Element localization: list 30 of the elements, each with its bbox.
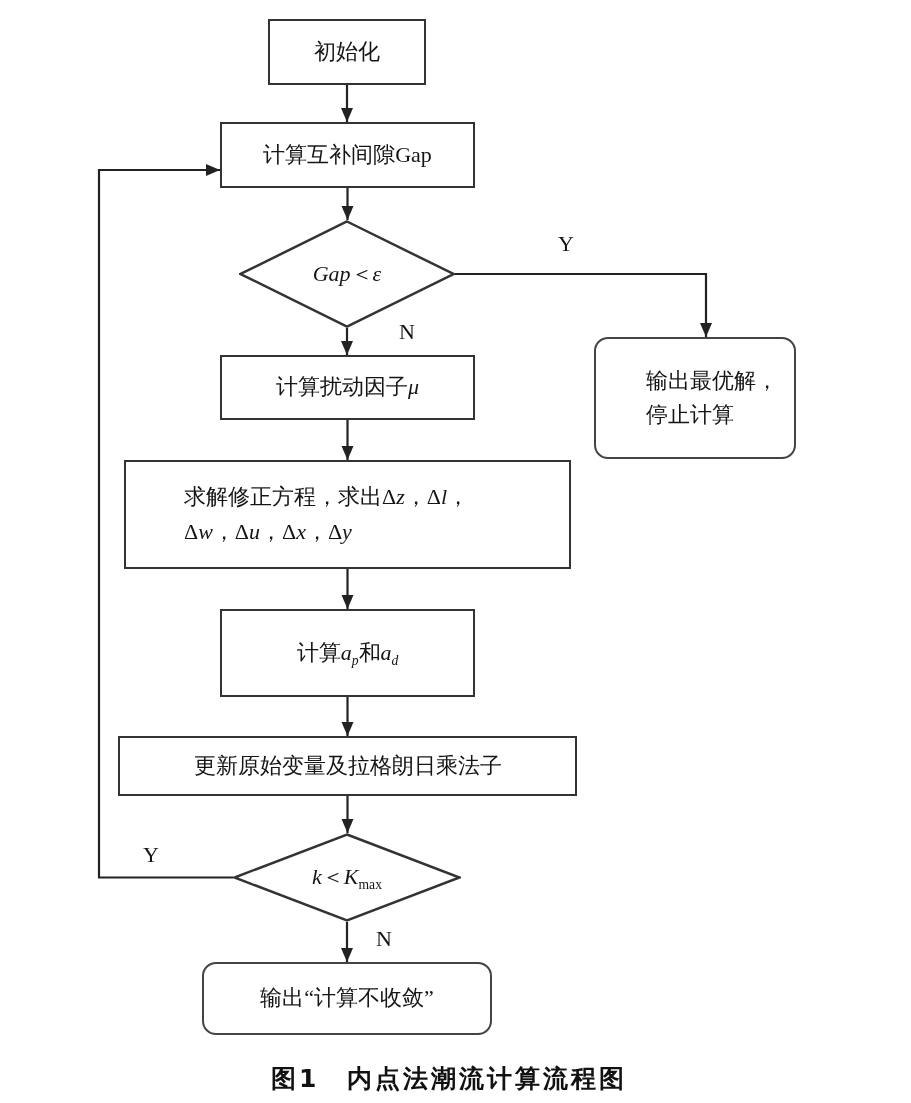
flow-arrow	[455, 272, 712, 337]
condition-text: k＜K$_{max}$	[312, 863, 382, 895]
flow-arrow	[341, 420, 354, 460]
flow-arrow	[341, 697, 354, 736]
step-text: 求解修正方程，求出Δz，Δl，Δw，Δu，Δx，Δy	[184, 483, 470, 546]
figure-caption: 图1 内点法潮流计算流程图	[271, 1063, 628, 1095]
end-box	[202, 962, 492, 1035]
flow-arrow	[341, 328, 353, 355]
end-box	[594, 337, 796, 459]
step-text: 初始化	[314, 37, 380, 66]
step-text: 计算互补间隙Gap	[263, 140, 432, 169]
result-text: 输出最优解，停止计算	[646, 366, 779, 429]
condition-text: Gap＜ε	[312, 259, 382, 288]
process-box	[118, 736, 577, 796]
process-box	[220, 355, 475, 420]
flow-arrow	[341, 85, 353, 122]
step-text: 计算a$_{p}$和a$_{d}$	[296, 638, 399, 670]
flow-arrow	[341, 569, 354, 609]
process-box	[220, 122, 475, 188]
step-text: 计算扰动因子μ	[275, 373, 419, 402]
flow-arrow	[341, 188, 354, 220]
flow-arrow	[97, 164, 233, 879]
result-text: 输出“计算不收敛”	[260, 984, 434, 1013]
step-text: 更新原始变量及拉格朗日乘法子	[193, 751, 502, 780]
flow-arrow	[341, 922, 353, 962]
process-box	[268, 19, 426, 85]
process-box	[220, 609, 475, 697]
decision-diamond	[233, 833, 461, 922]
process-box	[124, 460, 571, 569]
flow-arrow	[341, 796, 354, 833]
